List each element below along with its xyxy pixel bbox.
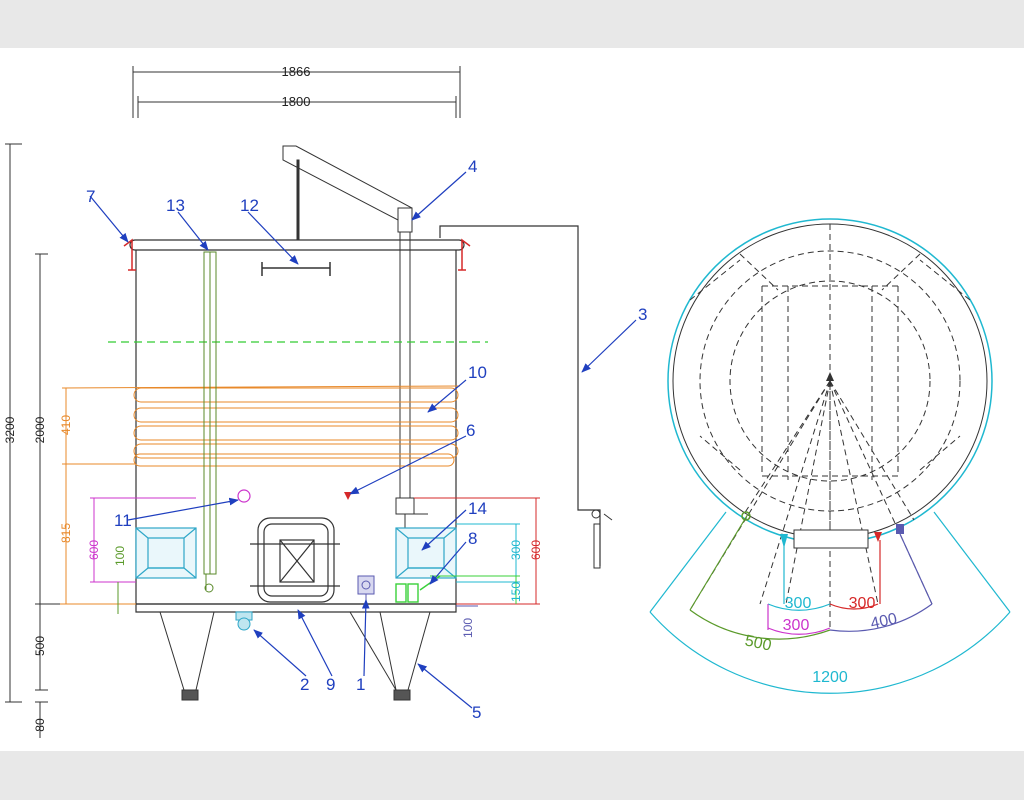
outlet-valve (235, 611, 253, 631)
callout-13: 13 (166, 196, 185, 215)
callout-1: 1 (356, 675, 365, 694)
plan-dim-1200: 1200 (812, 669, 848, 686)
door-right-cyan-dims (456, 523, 520, 583)
dim-100-left: 100 (113, 546, 127, 566)
lifting-lugs (123, 238, 471, 271)
plan-dim-400: 400 (869, 610, 899, 632)
dim-1866: 1866 (282, 64, 311, 79)
callout-11: 11 (114, 511, 132, 530)
level-gauge (203, 251, 217, 593)
callout-14: 14 (468, 499, 487, 518)
callout-leaders (89, 171, 637, 709)
plan-dim-300-cyan: 300 (785, 595, 812, 612)
side-door-right (395, 527, 457, 579)
callout-10: 10 (468, 363, 487, 382)
dim-500: 500 (33, 636, 47, 656)
door-right-red-dims (414, 497, 540, 605)
plan-arcs (649, 511, 1011, 694)
dim-100-right: 100 (461, 618, 475, 638)
callout-12: 12 (240, 196, 259, 215)
callout-5: 5 (472, 703, 481, 722)
front-manway (250, 517, 340, 603)
plan-dim-300-red: 300 (849, 595, 876, 612)
pipe-3 (439, 225, 601, 566)
dim-2000: 2000 (33, 416, 47, 443)
dim-3200: 3200 (3, 416, 17, 443)
plan-view (667, 218, 993, 630)
sample-valve (591, 509, 613, 569)
callout-9: 9 (326, 675, 335, 694)
callout-6: 6 (466, 421, 475, 440)
dim-600-left: 600 (87, 540, 101, 560)
door-left-dims (90, 497, 196, 583)
tank-legs (159, 611, 431, 701)
dim-600-right: 600 (529, 540, 543, 560)
dim-1800: 1800 (282, 94, 311, 109)
dim-815: 815 (59, 523, 73, 543)
dim-80: 80 (33, 718, 47, 732)
callout-3: 3 (638, 305, 647, 324)
callout-7: 7 (86, 187, 95, 206)
outlet-green-dims (430, 575, 520, 604)
side-door-left (135, 527, 197, 579)
valve-1 (357, 575, 375, 604)
cooling-jacket (60, 385, 461, 605)
plan-dim-300-magenta: 300 (783, 617, 810, 634)
callout-8: 8 (468, 529, 477, 548)
thermometer (237, 489, 251, 503)
dim-300-right: 300 (509, 540, 523, 560)
plan-dim-500: 500 (743, 632, 773, 654)
plan-fittings (741, 511, 904, 548)
callout-4: 4 (468, 157, 477, 176)
top-hatch (261, 262, 331, 276)
width-dimensions (132, 66, 461, 118)
dim-410: 410 (59, 415, 73, 435)
height-dimensions (5, 143, 70, 738)
callout-2: 2 (300, 675, 309, 694)
dim-150: 150 (509, 582, 523, 602)
callout-numbers: 7 13 12 4 3 10 6 11 14 8 2 9 1 5 (86, 157, 647, 722)
technical-drawing: 1866 1800 3200 2000 500 80 (3, 64, 1011, 738)
drawing-canvas: 1866 1800 3200 2000 500 80 (0, 48, 1024, 751)
